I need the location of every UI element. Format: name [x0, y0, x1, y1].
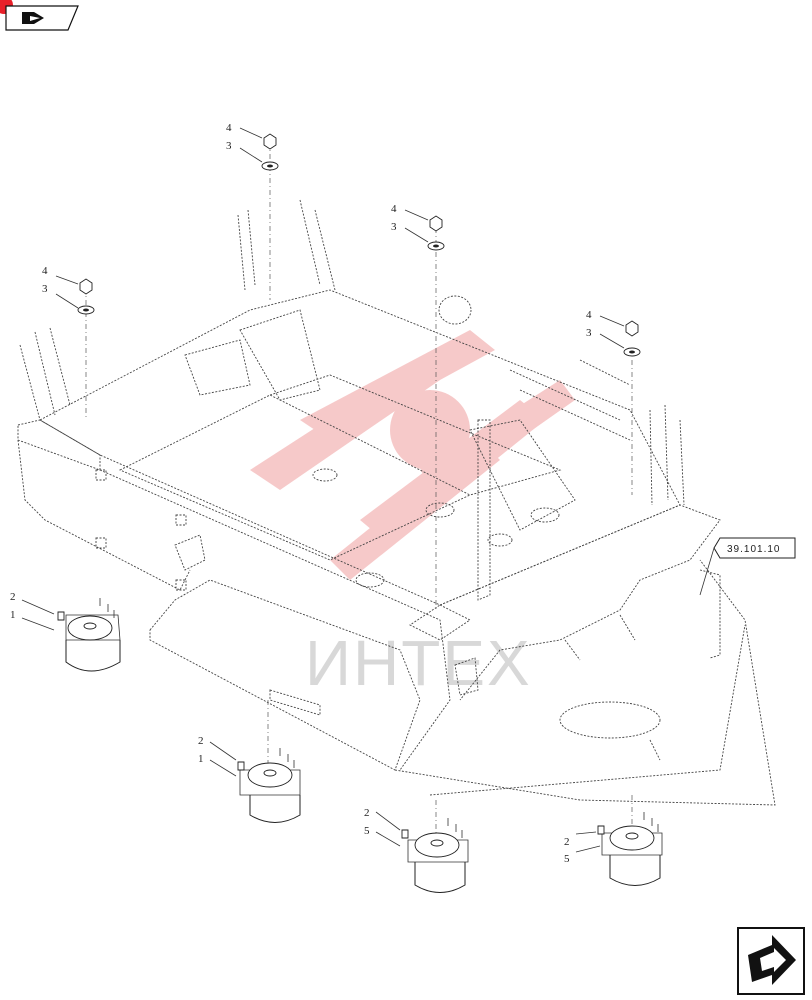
callout-bolt: 2	[10, 591, 16, 603]
nut-icon	[79, 278, 93, 295]
back-arrow-icon-detail	[30, 16, 40, 21]
bolt-icon	[57, 611, 65, 621]
back-nav-button[interactable]	[0, 0, 79, 31]
nut-icon	[625, 320, 639, 337]
callout-mount: 1	[198, 753, 204, 765]
mount-left: 2 1	[10, 591, 121, 672]
next-page-arrow-icon-detail	[760, 948, 786, 972]
callout-washer: 3	[586, 327, 592, 339]
hardware-mid-center: 4 3	[391, 203, 445, 610]
callout-washer: 3	[42, 283, 48, 295]
cab-posts	[19, 199, 685, 506]
reference-leader	[699, 547, 715, 596]
callout-nut: 4	[586, 309, 592, 321]
chassis-frame	[17, 289, 776, 806]
callout-mount: 5	[364, 825, 370, 837]
bolt-icon	[401, 829, 409, 839]
callout-nut: 4	[391, 203, 397, 215]
callout-nut: 4	[226, 122, 232, 134]
mount-front: 2 1	[198, 700, 301, 823]
nut-icon	[429, 215, 443, 232]
callout-bolt: 2	[564, 836, 570, 848]
callout-bolt: 2	[364, 807, 370, 819]
mount-rear-center: 2 5	[364, 800, 469, 893]
hardware-top-right: 4 3	[586, 309, 641, 495]
reference-label: 39.101.10	[727, 544, 781, 555]
nut-icon	[263, 133, 277, 150]
callout-washer: 3	[226, 140, 232, 152]
next-page-button[interactable]	[737, 927, 805, 995]
callout-nut: 4	[42, 265, 48, 277]
bolt-icon	[597, 825, 605, 835]
watermark-logo	[250, 330, 575, 580]
hardware-top-left: 4 3	[42, 265, 95, 420]
bolt-icon	[237, 761, 245, 771]
reference-box	[713, 537, 796, 559]
hardware-top-center: 4 3	[226, 122, 279, 300]
watermark-text: ИНТЕХ	[305, 627, 532, 699]
callout-washer: 3	[391, 221, 397, 233]
callout-mount: 5	[564, 853, 570, 865]
reference-link[interactable]: 39.101.10	[713, 537, 796, 559]
callout-bolt: 2	[198, 735, 204, 747]
callout-mount: 1	[10, 609, 16, 621]
mount-rear-right: 2 5	[564, 795, 663, 886]
